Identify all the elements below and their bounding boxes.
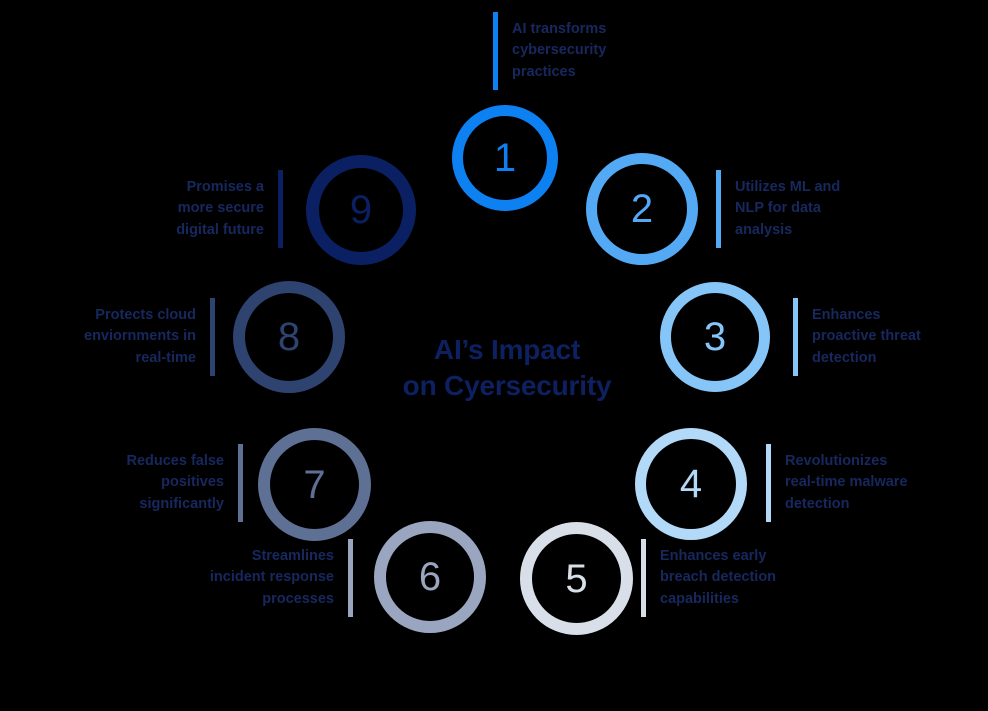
label-accent-bar-2: [716, 170, 721, 248]
label-accent-bar-1: [493, 12, 498, 90]
node-ring-9: 9: [306, 155, 416, 265]
node-label-text-4: Revolutionizes real-time malware detecti…: [785, 453, 908, 512]
cycle-node-3[interactable]: 3: [660, 282, 770, 392]
label-accent-bar-5: [641, 539, 646, 617]
node-label-text-1: AI transforms cybersecurity practices: [512, 21, 607, 80]
node-ring-8: 8: [233, 281, 345, 393]
cycle-node-1[interactable]: 1: [452, 105, 558, 211]
node-ring-6: 6: [374, 521, 486, 633]
label-accent-bar-3: [793, 298, 798, 376]
node-number-6: 6: [418, 555, 442, 599]
label-accent-bar-4: [766, 444, 771, 522]
node-label-1: AI transforms cybersecurity practices: [493, 12, 708, 90]
node-label-2: Utilizes ML and NLP for data analysis: [716, 170, 916, 248]
node-label-9: Promises a more secure digital future: [78, 170, 283, 248]
label-accent-bar-7: [238, 444, 243, 522]
center-title: AI’s Impact on Cyersecurity: [402, 334, 612, 401]
label-accent-bar-9: [278, 170, 283, 248]
node-ring-5: 5: [520, 522, 633, 635]
node-label-text-3: Enhances proactive threat detection: [812, 307, 921, 366]
node-label-5: Enhances early breach detection capabili…: [641, 539, 841, 617]
cycle-node-4[interactable]: 4: [635, 428, 747, 540]
node-number-9: 9: [349, 188, 373, 232]
label-accent-bar-8: [210, 298, 215, 376]
node-label-text-2: Utilizes ML and NLP for data analysis: [735, 179, 841, 238]
node-number-1: 1: [493, 136, 517, 180]
node-label-text-7: Reduces false positives significantly: [126, 453, 224, 512]
node-number-2: 2: [630, 187, 654, 231]
node-ring-4: 4: [635, 428, 747, 540]
cycle-node-8[interactable]: 8: [233, 281, 345, 393]
node-label-text-9: Promises a more secure digital future: [176, 179, 264, 238]
cycle-node-6[interactable]: 6: [374, 521, 486, 633]
node-ring-7: 7: [258, 428, 371, 541]
node-label-text-6: Streamlines incident response processes: [209, 548, 334, 607]
label-accent-bar-6: [348, 539, 353, 617]
cycle-node-5[interactable]: 5: [520, 522, 633, 635]
cycle-node-2[interactable]: 2: [586, 153, 698, 265]
node-label-6: Streamlines incident response processes: [148, 539, 353, 617]
node-label-text-8: Protects cloud enviornments in real-time: [84, 307, 196, 366]
node-ring-3: 3: [660, 282, 770, 392]
node-number-4: 4: [679, 462, 703, 506]
node-number-7: 7: [303, 462, 326, 507]
cycle-node-7[interactable]: 7: [258, 428, 371, 541]
node-ring-1: 1: [452, 105, 558, 211]
node-label-4: Revolutionizes real-time malware detecti…: [766, 444, 971, 522]
node-ring-2: 2: [586, 153, 698, 265]
node-label-3: Enhances proactive threat detection: [793, 298, 988, 376]
node-number-8: 8: [277, 315, 301, 359]
node-number-5: 5: [565, 556, 588, 601]
node-label-text-5: Enhances early breach detection capabili…: [660, 548, 777, 607]
cycle-node-9[interactable]: 9: [306, 155, 416, 265]
node-label-7: Reduces false positives significantly: [38, 444, 243, 522]
node-label-8: Protects cloud enviornments in real-time: [10, 298, 215, 376]
node-number-3: 3: [703, 315, 727, 359]
